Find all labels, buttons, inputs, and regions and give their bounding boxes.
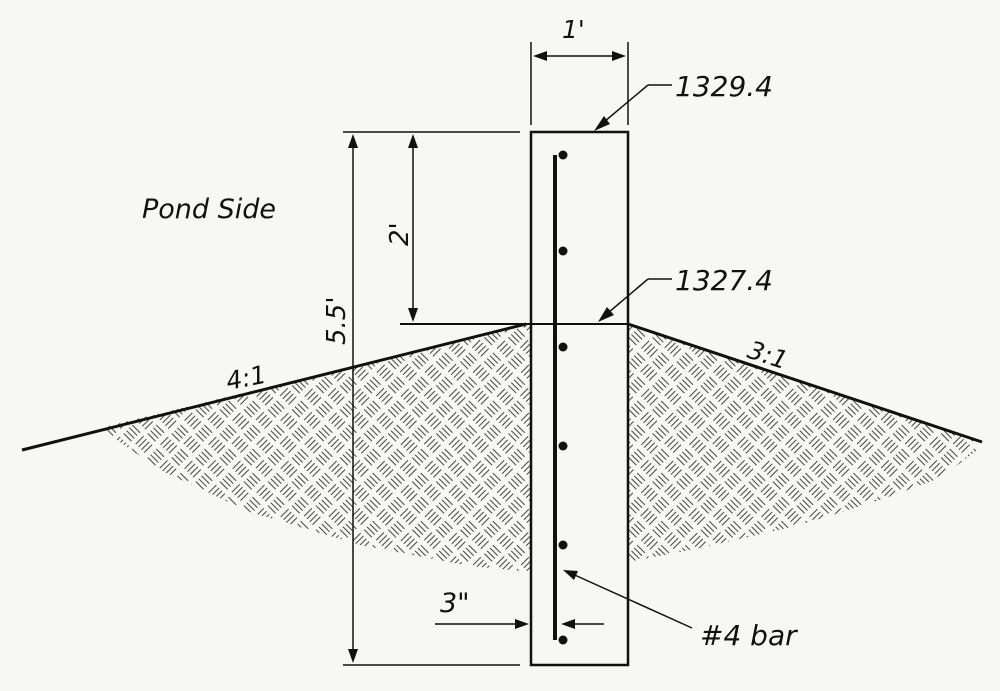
ground-line-left <box>21 322 527 452</box>
soil-left <box>100 324 531 572</box>
exposed-height-label: 2' <box>385 222 415 246</box>
ground-elevation-leader <box>598 278 672 322</box>
total-height-dimension <box>343 134 520 666</box>
rebar-leader <box>563 570 693 629</box>
cover-dimension <box>435 619 604 629</box>
top-elevation-label: 1329.4 <box>675 70 773 103</box>
top-elevation-leader <box>594 84 672 131</box>
pond-side-label: Pond Side <box>142 194 276 225</box>
width-dimension <box>530 42 629 125</box>
concrete-wall <box>529 130 630 667</box>
top-width-label: 1' <box>562 15 585 44</box>
total-height-label: 5.5' <box>322 297 352 346</box>
soil-right <box>628 324 980 562</box>
cover-label: 3" <box>440 588 470 619</box>
exposed-height-dimension <box>343 131 520 322</box>
rebar-dots <box>558 150 568 645</box>
ground-elevation-label: 1327.4 <box>675 264 773 297</box>
ground-line-right <box>627 322 983 444</box>
rebar-label: #4 bar <box>700 619 798 652</box>
